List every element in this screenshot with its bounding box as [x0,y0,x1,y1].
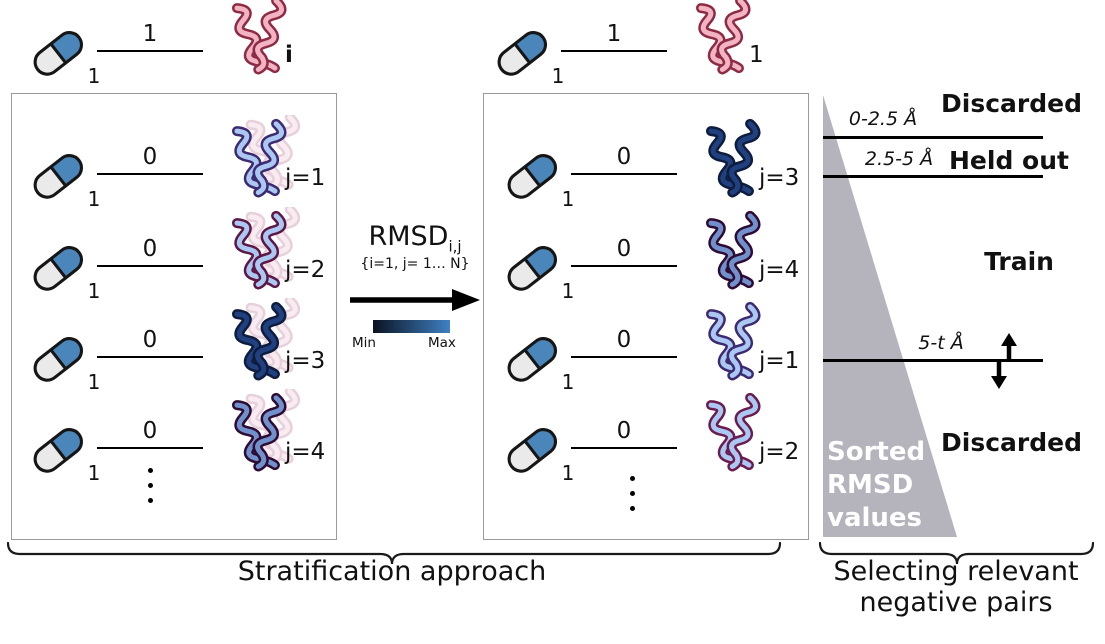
rmsd-range-label: 2.5-5 Å [864,148,934,170]
caption-stratification: Stratification approach [237,556,547,587]
rmsd-formula: RMSDi,j [368,221,462,256]
pair-edge: 0 [97,142,203,175]
drug-index: 1 [87,370,101,394]
edge-line [97,50,203,52]
protein-index-label: j=3 [285,348,326,374]
interaction-value: 0 [142,327,158,353]
protein-index-label: j=4 [759,257,800,283]
protein-structure-icon [207,115,307,209]
transform-arrow-icon [350,289,480,311]
negative-pair-row: 1 0 j=4 [13,403,333,495]
rmsd-range-label: 5-t Å [918,332,964,354]
rmsd-range-label: 0-2.5 Å [848,108,918,130]
interaction-value: 0 [142,236,158,262]
edge-line [97,265,203,267]
protein-index-label: i [285,42,293,68]
ellipsis-vertical [630,476,635,511]
rmsd-colorbar [373,320,450,333]
protein-structure-icon [681,298,781,392]
colorbar-max-label: Max [428,335,456,351]
pair-edge: 1 [97,19,203,52]
caption-negative-pairs: Selecting relevant negative pairs [833,556,1079,618]
negative-pair-row: 1 0 j=1 [13,129,333,221]
pair-edge: 1 [561,19,667,52]
edge-line [97,173,203,175]
interaction-value: 1 [142,21,158,47]
drug-index: 1 [87,187,101,211]
drug-index: 1 [87,461,101,485]
sorted-rmsd-triangle [823,95,957,537]
drug-index: 1 [561,279,575,303]
protein-index-label: j=2 [285,257,326,283]
sorted-pair-row: 1 0 j=2 [487,403,807,495]
edge-line [97,356,203,358]
pair-edge: 0 [97,416,203,449]
interaction-value: 0 [142,144,158,170]
edge-line [571,447,677,449]
threshold-line-2.5 [823,136,1043,139]
pair-edge: 0 [571,142,677,175]
protein-structure-icon [681,389,781,483]
pair-edge: 0 [97,234,203,267]
threshold-line-5 [823,175,1043,178]
edge-line [561,50,667,52]
band-label-discarded-top: Discarded [941,89,1082,118]
sorted-pair-row: 1 0 j=3 [487,129,807,221]
interaction-value: 1 [606,21,622,47]
pair-edge: 0 [571,325,677,358]
rmsd-subscript: i,j [448,237,462,256]
ellipsis-vertical [148,468,153,503]
protein-structure-icon [681,207,781,301]
band-label-held-out: Held out [949,146,1069,175]
colorbar-min-label: Min [352,335,376,351]
rmsd-index-condition: {i=1, j= 1… N} [360,256,470,272]
interaction-value: 0 [616,418,632,444]
band-label-train: Train [984,247,1054,276]
drug-index: 1 [551,64,565,88]
drug-index: 1 [87,64,101,88]
drug-index: 1 [561,461,575,485]
negative-pair-row: 1 0 j=2 [13,221,333,313]
stratification-sorted-box [483,93,809,540]
band-label-discarded-bottom: Discarded [941,428,1082,457]
interaction-value: 0 [142,418,158,444]
protein-structure-icon [207,389,307,483]
protein-index-label: j=2 [759,439,800,465]
pair-edge: 0 [571,234,677,267]
sorted-pair-row: 1 0 j=4 [487,221,807,313]
stratification-source-box [11,93,337,540]
anchor-pair-right: 1 1 1 [477,6,797,98]
protein-structure-icon [681,115,781,209]
protein-structure-icon [207,207,307,301]
negative-pair-row: 1 0 j=3 [13,312,333,404]
protein-index-label: j=1 [759,348,800,374]
edge-line [571,173,677,175]
pair-edge: 0 [97,325,203,358]
interaction-value: 0 [616,327,632,353]
anchor-pair-left: 1 1 i [13,6,333,98]
interaction-value: 0 [616,144,632,170]
pair-edge: 0 [571,416,677,449]
sorted-rmsd-values-label: Sorted RMSD values [827,437,926,533]
protein-index-label: j=4 [285,439,326,465]
protein-index-label: 1 [749,42,764,68]
edge-line [571,356,677,358]
drug-index: 1 [561,187,575,211]
threshold-line-5t [823,359,1043,362]
adjustable-threshold-arrows-icon [991,333,1017,389]
drug-index: 1 [561,370,575,394]
protein-structure-icon [207,298,307,392]
drug-index: 1 [87,279,101,303]
protein-index-label: j=1 [285,165,326,191]
edge-line [97,447,203,449]
interaction-value: 0 [616,236,632,262]
edge-line [571,265,677,267]
bottom-braces [6,541,1095,565]
sorted-pair-row: 1 0 j=1 [487,312,807,404]
protein-index-label: j=3 [759,165,800,191]
